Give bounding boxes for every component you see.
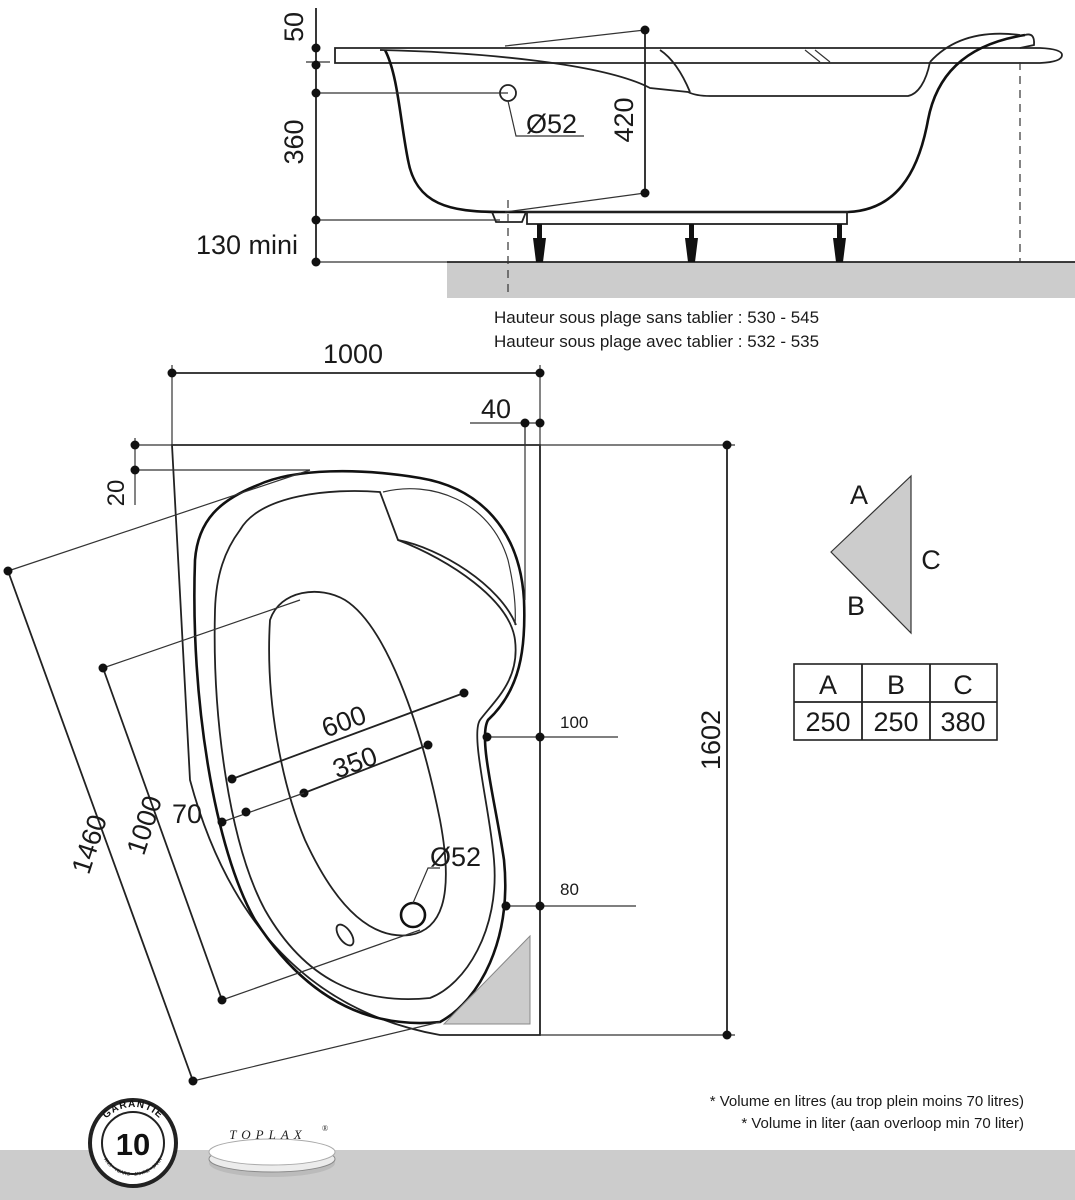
headrest	[397, 539, 517, 626]
dim-depth: 360	[279, 119, 309, 164]
dim-inner-depth: 420	[609, 97, 639, 142]
tub-inner-ledge	[379, 49, 931, 97]
tub-seat	[268, 590, 447, 937]
dim-outer-width: 600	[318, 700, 371, 744]
dim-inner-width: 350	[329, 741, 382, 785]
tub-rim	[334, 47, 1063, 64]
tub-foot	[685, 224, 698, 262]
table-header-b: B	[887, 670, 905, 700]
table-header-a: A	[819, 670, 837, 700]
dim-inner-length: 1000	[121, 792, 168, 858]
drain-boss	[491, 211, 527, 223]
footer-band	[0, 1150, 1075, 1200]
dim-edge: 70	[172, 799, 202, 829]
tub-footprint	[171, 444, 541, 1036]
height-note-1: Hauteur sous plage sans tablier : 530 - …	[494, 308, 819, 327]
table-value-b: 250	[873, 707, 918, 737]
toplax-logo: TOPLAX ®	[208, 1124, 336, 1177]
dim-overflow: Ø52	[526, 109, 577, 139]
table-value-a: 250	[805, 707, 850, 737]
height-note-2: Hauteur sous plage avec tablier : 532 - …	[494, 332, 819, 351]
volume-legend: A B C A B C 250 250 380	[793, 474, 998, 741]
corner-panel	[442, 934, 531, 1025]
dim-lower-offset: 80	[560, 880, 579, 899]
volume-table: A B C 250 250 380	[793, 663, 998, 741]
floor-slab	[447, 262, 1075, 298]
tub-foot	[533, 224, 546, 262]
legend-label-a: A	[850, 480, 868, 510]
table-header-c: C	[953, 670, 973, 700]
tub-rim-outline	[193, 469, 526, 1025]
dim-gap: 40	[481, 394, 511, 424]
plan-view: 1000 40 20 1602 100 80	[3, 339, 735, 1086]
overflow-slot	[335, 923, 355, 947]
dim-top-offset: 20	[103, 480, 130, 507]
dim-drain: Ø52	[430, 842, 481, 872]
legend-label-b: B	[847, 591, 865, 621]
dim-width: 1000	[323, 339, 383, 369]
dim-feet: 130 mini	[196, 230, 298, 260]
tub-foot	[833, 224, 846, 262]
brand-name: TOPLAX	[229, 1127, 306, 1142]
dim-height: 1602	[696, 710, 726, 770]
badge-years: 10	[116, 1127, 150, 1162]
dim-upper-offset: 100	[560, 713, 588, 732]
tub-shell	[383, 33, 1026, 214]
footnote-fr: * Volume en litres (au trop plein moins …	[710, 1093, 1024, 1110]
brand-mark: ®	[322, 1124, 328, 1133]
dim-rim: 50	[279, 12, 309, 42]
dim-diagonal: 1460	[66, 811, 113, 877]
legend-triangle	[830, 474, 912, 635]
warranty-badge: GARANTIE ANS • YEARS • JAHRE • JAAR 10	[88, 1098, 178, 1188]
drain	[399, 901, 427, 929]
support-frame	[526, 211, 848, 225]
legend-label-c: C	[921, 545, 941, 575]
tub-basin	[213, 490, 517, 1000]
footnote-nl: * Volume in liter (aan overloop min 70 l…	[741, 1115, 1024, 1132]
table-value-c: 380	[940, 707, 985, 737]
elevation-view: 50 360 420 Ø52 130 mini Hauteur sous pla…	[196, 8, 1075, 351]
